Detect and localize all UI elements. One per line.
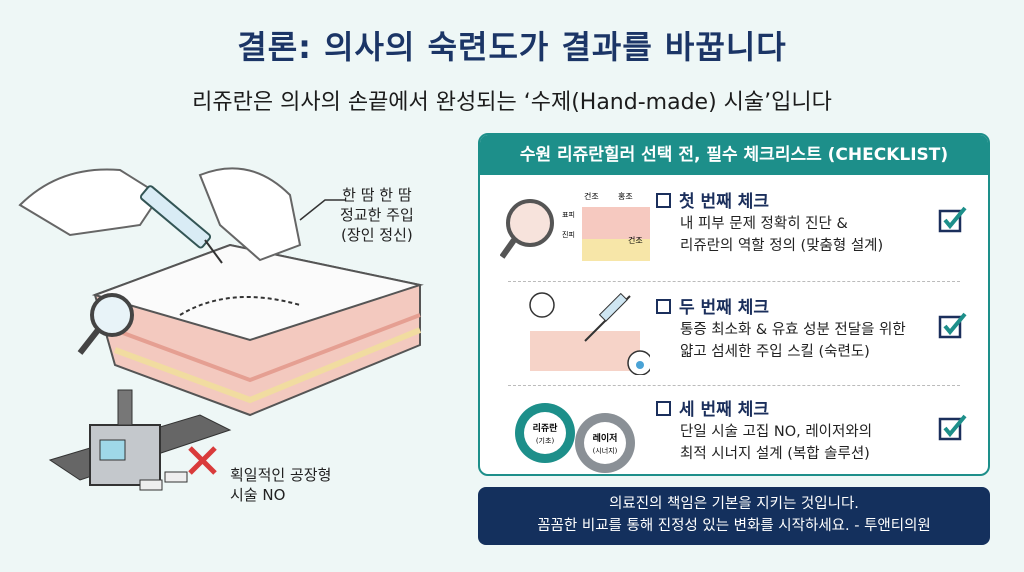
craft-label-line: 정교한 주입 (340, 206, 414, 224)
icon-label: (기초) (536, 436, 555, 445)
item-title-text: 세 번째 체크 (679, 400, 770, 420)
banner-line: 의료진의 책임은 기본을 지키는 것입니다. (609, 496, 859, 512)
checklist-title: 수원 리쥬란힐러 선택 전, 필수 체크리스트 (CHECKLIST) (480, 135, 988, 175)
factory-label-line: 획일적인 공장형 (230, 466, 332, 484)
desc-line: 최적 시너지 설계 (복합 솔루션) (680, 446, 870, 462)
icon-label: 진피 (562, 230, 575, 239)
page-title: 결론: 의사의 숙련도가 결과를 바꿉니다 (237, 28, 787, 66)
icon-label: 홍조 (618, 191, 633, 201)
item-title-text: 두 번째 체크 (679, 298, 770, 318)
page-subtitle: 리쥬란은 의사의 손끝에서 완성되는 ‘수제(Hand-made) 시술’입니다 (192, 90, 832, 115)
craft-label-line: (장인 정신) (341, 226, 413, 244)
craft-label-line: 한 땀 한 땀 (342, 186, 412, 204)
item-title: 두 번째 체크 (656, 293, 769, 318)
injection-skin-icon (529, 292, 650, 375)
checkmark-icon (938, 206, 967, 233)
icon-label: 건조 (628, 235, 643, 245)
checkbox-icon (656, 401, 671, 416)
skin-diagnosis-icon: 건조 홍조 건조 표피 진피 (500, 191, 650, 261)
x-mark-icon (188, 446, 217, 475)
desc-line: 얇고 섬세한 주입 스킬 (숙련도) (680, 344, 870, 360)
item-title-text: 첫 번째 체크 (679, 192, 770, 212)
icon-label: (시너지) (593, 446, 618, 455)
desc-line: 내 피부 문제 정확히 진단 & (680, 216, 848, 232)
icon-label: 건조 (584, 191, 599, 201)
item-title: 첫 번째 체크 (656, 187, 769, 212)
icon-label: 리쥬란 (533, 422, 559, 434)
desc-line: 단일 시술 고집 NO, 레이저와의 (680, 424, 873, 440)
gears-synergy-icon: 리쥬란 (기초) 레이저 (시너지) (515, 403, 635, 473)
icon-label: 표피 (562, 210, 575, 219)
closing-banner: 의료진의 책임은 기본을 지키는 것입니다. 꼼꼼한 비교를 통해 진정성 있는… (478, 487, 990, 545)
checkbox-icon (656, 299, 671, 314)
hand-stitching-illustration: 한 땀 한 땀 정교한 주입 (장인 정신) 획일적인 공장형 시술 NO (0, 125, 470, 565)
icon-label: 레이저 (593, 432, 618, 444)
factory-label-line: 시술 NO (230, 486, 286, 504)
checklist-panel: 수원 리쥬란힐러 선택 전, 필수 체크리스트 (CHECKLIST) 건조 홍… (478, 133, 990, 476)
banner-line: 꼼꼼한 비교를 통해 진정성 있는 변화를 시작하세요. - 투앤티의원 (537, 518, 931, 534)
skin-stitch-illustration (18, 167, 424, 491)
checkmark-icon (938, 414, 967, 441)
checkmark-icon (938, 312, 967, 339)
checklist-item: 건조 홍조 건조 표피 진피 첫 번째 체크 내 피부 문제 정확히 진단 & 리… (480, 177, 988, 277)
checkbox-icon (656, 193, 671, 208)
checklist-item: 리쥬란 (기초) 레이저 (시너지) 세 번째 체크 단일 시술 고집 NO, … (480, 385, 988, 474)
desc-line: 통증 최소화 & 유효 성분 전달을 위한 (680, 322, 906, 338)
item-description: 내 피부 문제 정확히 진단 & 리쥬란의 역할 정의 (맞춤형 설계) (680, 213, 883, 257)
item-title: 세 번째 체크 (656, 395, 769, 420)
desc-line: 리쥬란의 역할 정의 (맞춤형 설계) (680, 238, 884, 254)
